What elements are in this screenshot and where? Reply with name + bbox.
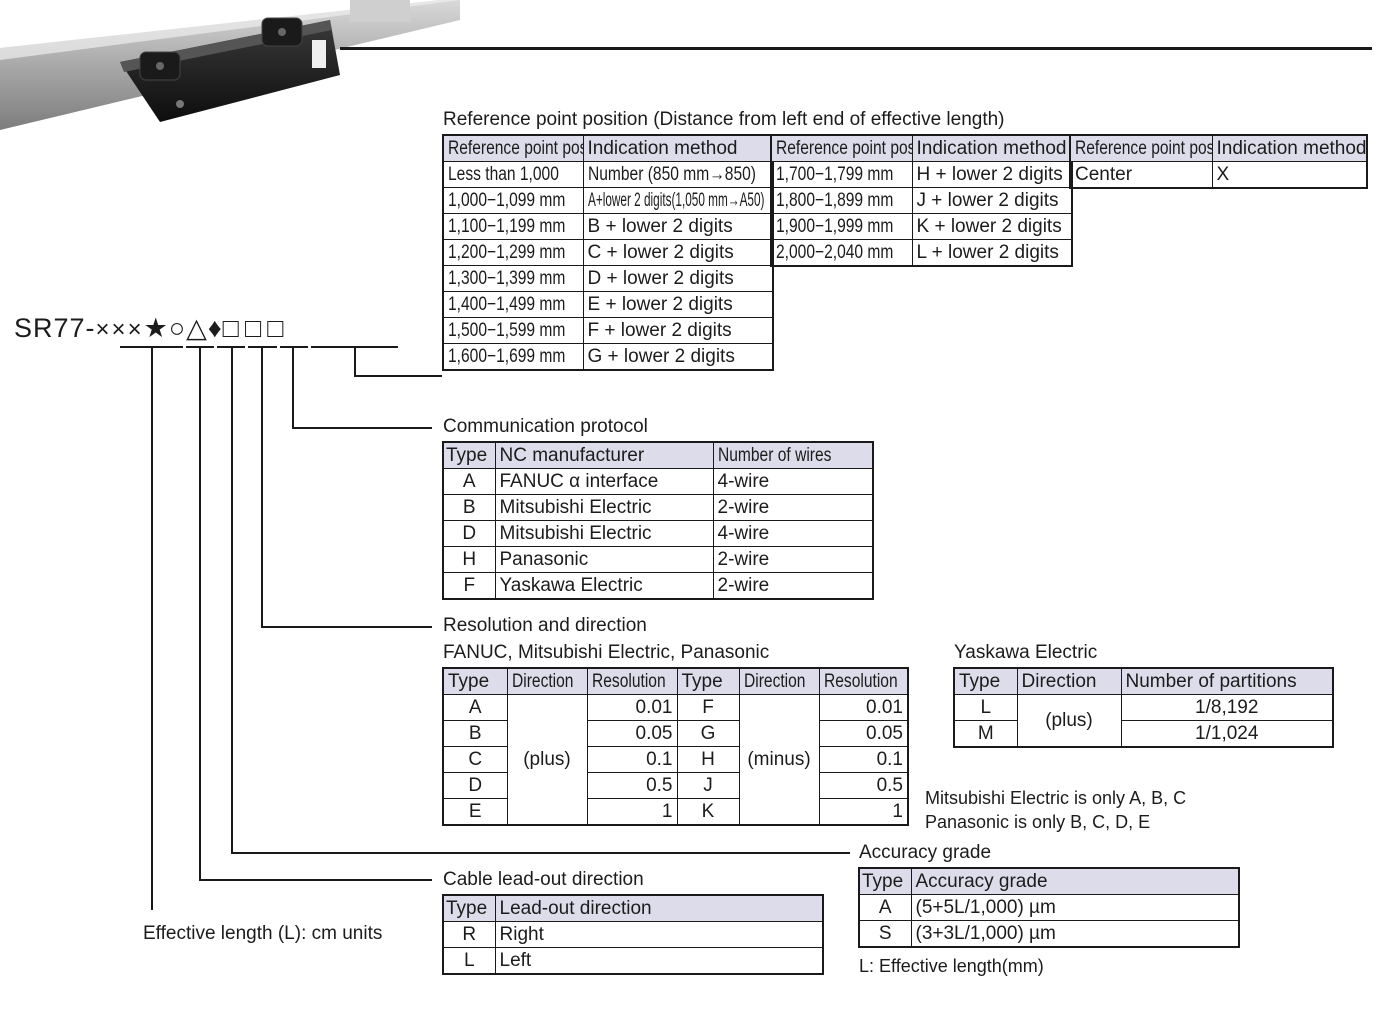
yaskawa-direction: (plus) — [1016, 694, 1122, 748]
accuracy-title: Accuracy grade — [859, 842, 992, 863]
reference-point-title: Reference point position (Distance from … — [443, 109, 1005, 130]
table-row: L (plus) 1/8,192 — [953, 694, 1334, 748]
code-length-symbol: ××× — [95, 316, 144, 343]
communication-title: Communication protocol — [443, 416, 648, 437]
code-refpoint-symbol: □□□ — [222, 313, 290, 343]
accuracy-table: Type Accuracy grade A(5+5L/1,000) µm S(3… — [858, 867, 1240, 948]
table-row: M 1/1,024 — [953, 720, 1334, 748]
header-indication: Indication method — [582, 134, 774, 162]
accuracy-note: L: Effective length(mm) — [859, 956, 1044, 976]
header-ref-position: Reference point position — [442, 134, 584, 162]
scale-product-photo — [0, 0, 460, 130]
resolution-title: Resolution and direction — [443, 615, 647, 636]
resolution-note-mitsubishi: Mitsubishi Electric is only A, B, C — [925, 788, 1187, 808]
yaskawa-title: Yaskawa Electric — [954, 642, 1098, 663]
product-code: SR77-×××★○△♦□□□ — [14, 313, 290, 344]
code-prefix: SR77- — [14, 313, 96, 343]
code-cable-symbol: ★ — [143, 313, 169, 343]
code-protocol-symbol: ♦ — [207, 313, 223, 343]
reference-point-table-1: Reference point position Indication meth… — [442, 134, 774, 371]
top-rule — [340, 47, 1372, 50]
resolution-table: Type Direction Resolution Type Direction… — [442, 667, 909, 826]
code-resolution-symbol: △ — [186, 313, 208, 343]
yaskawa-table: Type Direction Number of partitions L (p… — [953, 667, 1334, 748]
cable-title: Cable lead-out direction — [443, 869, 644, 890]
resolution-subtitle: FANUC, Mitsubishi Electric, Panasonic — [443, 642, 770, 663]
table-row: A (plus) 0.01 F (minus) 0.01 — [442, 694, 909, 826]
table-row: S(3+3L/1,000) µm — [858, 920, 1240, 948]
reference-point-table-2: Reference point position Indication meth… — [770, 134, 1073, 267]
reference-point-table-3: Reference point position Indication meth… — [1069, 134, 1368, 189]
code-accuracy-symbol: ○ — [168, 313, 187, 343]
table-row: A(5+5L/1,000) µm — [858, 894, 1240, 921]
resolution-note-panasonic: Panasonic is only B, C, D, E — [925, 812, 1151, 832]
effective-length-label: Effective length (L): cm units — [143, 923, 383, 944]
direction-plus: (plus) — [506, 694, 588, 826]
direction-minus: (minus) — [738, 694, 820, 826]
